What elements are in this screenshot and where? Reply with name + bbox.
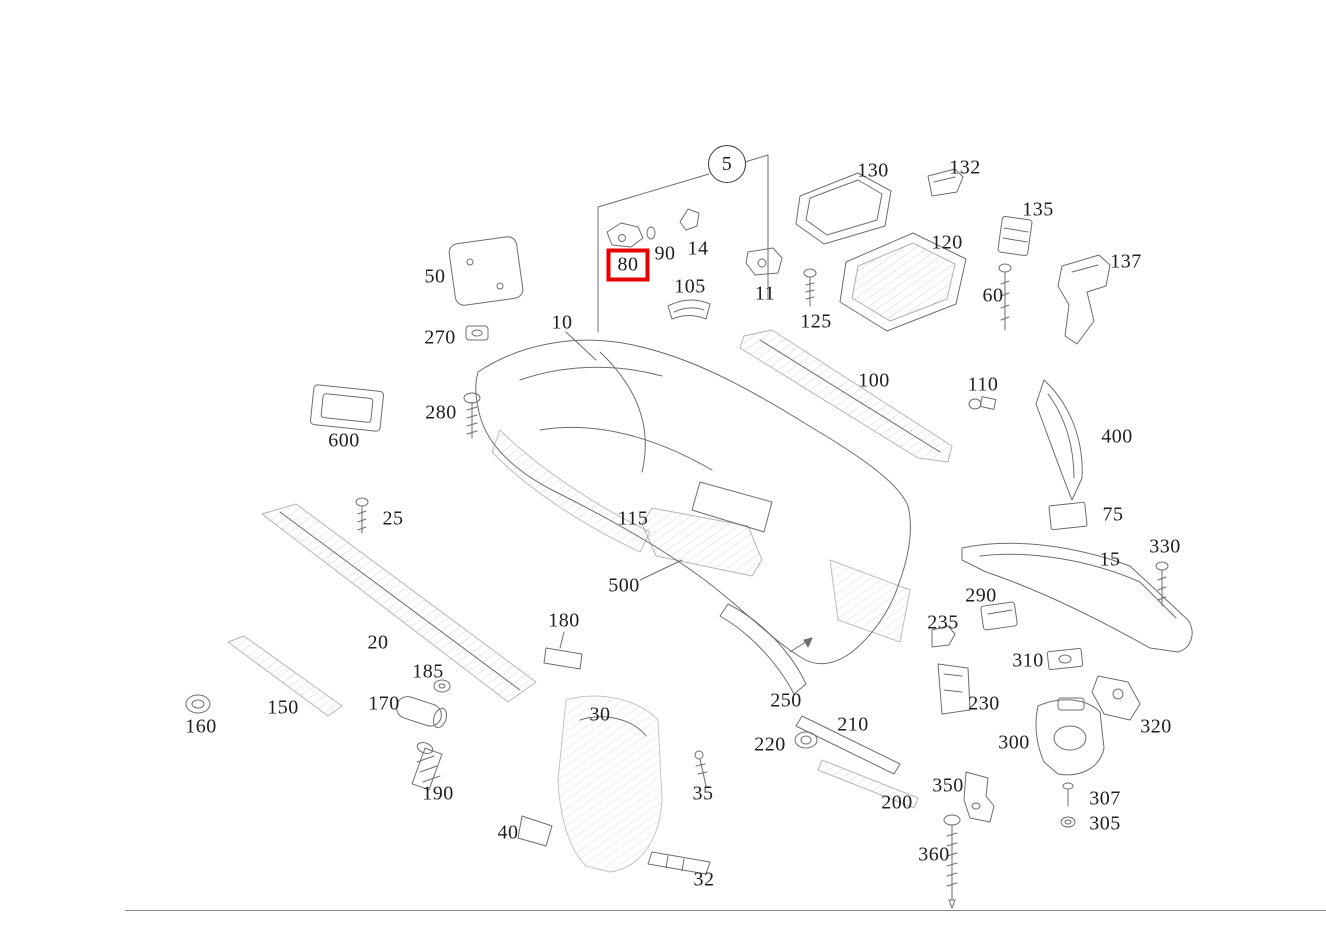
part-label-15[interactable]: 15 — [1099, 548, 1121, 571]
part-label-280[interactable]: 280 — [425, 401, 457, 424]
part-label-25[interactable]: 25 — [382, 507, 404, 530]
part-label-75[interactable]: 75 — [1102, 503, 1124, 526]
part-label-210[interactable]: 210 — [837, 713, 869, 736]
left-fasteners-sketch — [185, 679, 451, 791]
part-label-60[interactable]: 60 — [982, 284, 1004, 307]
part-label-110[interactable]: 110 — [967, 373, 999, 396]
part-label-11[interactable]: 11 — [754, 282, 776, 305]
right-trim-sketch — [961, 501, 1193, 653]
part-label-32[interactable]: 32 — [693, 868, 715, 891]
part-label-125[interactable]: 125 — [800, 310, 832, 333]
part-label-130[interactable]: 130 — [857, 159, 889, 182]
part-label-132[interactable]: 132 — [949, 156, 981, 179]
part-label-305[interactable]: 305 — [1089, 812, 1121, 835]
part-label-320[interactable]: 320 — [1140, 715, 1172, 738]
part-label-350[interactable]: 350 — [932, 774, 964, 797]
grille-insert-sketch — [543, 507, 763, 670]
top-center-clips-sketch — [606, 208, 817, 320]
part-label-180[interactable]: 180 — [548, 609, 580, 632]
part-label-500[interactable]: 500 — [608, 574, 640, 597]
part-label-307[interactable]: 307 — [1089, 787, 1121, 810]
part-label-290[interactable]: 290 — [965, 584, 997, 607]
part-label-300[interactable]: 300 — [998, 731, 1030, 754]
part-label-137[interactable]: 137 — [1110, 250, 1142, 273]
part-label-185[interactable]: 185 — [412, 660, 444, 683]
top-right-parts-sketch — [795, 168, 1111, 345]
part-label-190[interactable]: 190 — [422, 782, 454, 805]
part-label-135[interactable]: 135 — [1022, 198, 1054, 221]
part-label-105[interactable]: 105 — [674, 275, 706, 298]
part-label-160[interactable]: 160 — [185, 715, 217, 738]
part-label-35[interactable]: 35 — [692, 782, 714, 805]
part-label-360[interactable]: 360 — [918, 843, 950, 866]
lower-panel-sketch — [517, 695, 711, 875]
part-label-120[interactable]: 120 — [931, 231, 963, 254]
part-label-30[interactable]: 30 — [589, 703, 611, 726]
bumper-cover-sketch — [475, 331, 911, 665]
part-label-230[interactable]: 230 — [968, 692, 1000, 715]
part-label-600[interactable]: 600 — [328, 429, 360, 452]
part-label-80[interactable]: 80 — [606, 248, 650, 282]
part-label-115[interactable]: 115 — [617, 507, 649, 530]
part-label-250[interactable]: 250 — [770, 689, 802, 712]
part-label-14[interactable]: 14 — [687, 237, 709, 260]
part-label-270[interactable]: 270 — [424, 326, 456, 349]
part-label-10[interactable]: 10 — [551, 311, 573, 334]
part-label-220[interactable]: 220 — [754, 733, 786, 756]
part-label-200[interactable]: 200 — [881, 791, 913, 814]
part-label-20[interactable]: 20 — [367, 631, 389, 654]
left-beams-sketch — [227, 497, 537, 717]
left-parts-sketch — [309, 236, 524, 439]
part-label-310[interactable]: 310 — [1012, 649, 1044, 672]
part-label-90[interactable]: 90 — [654, 242, 676, 265]
part-label-150[interactable]: 150 — [267, 696, 299, 719]
callout-leader-lines — [597, 154, 769, 333]
part-label-40[interactable]: 40 — [497, 821, 519, 844]
center-strips-sketch — [719, 603, 919, 809]
right-brackets-sketch — [931, 601, 1141, 909]
part-label-235[interactable]: 235 — [927, 611, 959, 634]
part-label-400[interactable]: 400 — [1101, 425, 1133, 448]
part-label-50[interactable]: 50 — [424, 265, 446, 288]
reinforcement-sketch — [739, 329, 1083, 501]
part-label-100[interactable]: 100 — [858, 369, 890, 392]
part-label-5[interactable]: 5 — [708, 145, 746, 183]
footer-divider — [125, 910, 1326, 911]
part-label-330[interactable]: 330 — [1149, 535, 1181, 558]
part-label-170[interactable]: 170 — [368, 692, 400, 715]
